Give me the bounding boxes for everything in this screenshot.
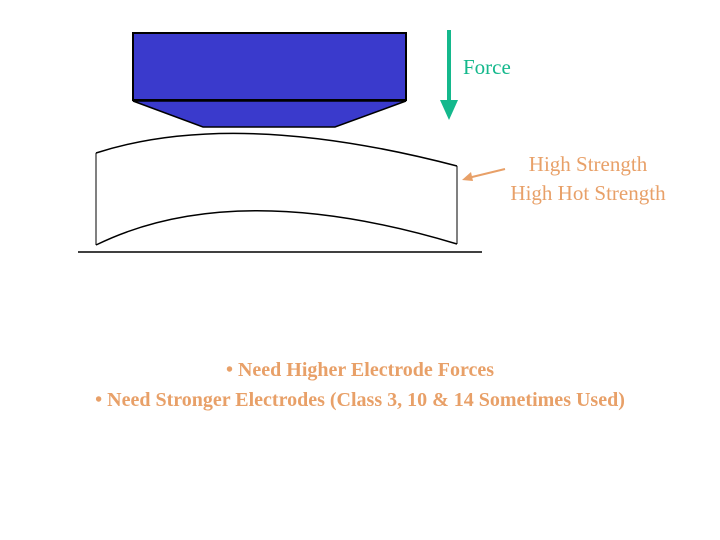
- bullet-item-electrodes: • Need Stronger Electrodes (Class 3, 10 …: [95, 389, 625, 411]
- strength-label-line: High Strength: [528, 152, 648, 176]
- force-arrow-head: [440, 100, 458, 120]
- electrode-tip: [132, 100, 407, 128]
- bullet-list: • Need Higher Electrode Forces • Need St…: [0, 355, 720, 415]
- bullet-item-forces: • Need Higher Electrode Forces: [225, 359, 495, 381]
- pointer-arrow-head: [462, 172, 473, 181]
- sheet-bottom-curve: [95, 210, 458, 246]
- hot-strength-label-line: High Hot Strength: [510, 181, 666, 205]
- strength-label: High Strength High Hot Strength: [486, 150, 690, 208]
- force-label: Force: [463, 55, 511, 79]
- pointer-arrow-line: [467, 168, 506, 179]
- electrode-body: [132, 32, 407, 101]
- sheet-top-curve: [95, 132, 458, 167]
